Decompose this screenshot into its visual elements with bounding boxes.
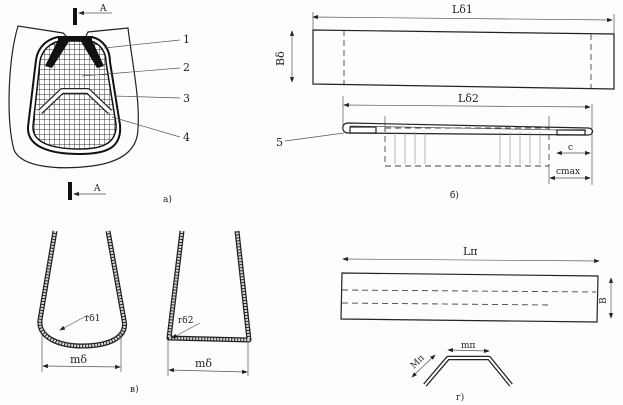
hatched-region xyxy=(384,127,550,167)
width-label: Bδ xyxy=(274,51,287,66)
top-width-label: mп xyxy=(461,341,476,351)
length-2-label: Lδ2 xyxy=(458,92,479,105)
side-length-label: Mп xyxy=(409,353,427,371)
length-1-label: Lδ1 xyxy=(452,3,473,16)
width-2-label: mδ xyxy=(195,357,212,370)
callout-1: 1 xyxy=(183,33,190,46)
caption-b: б) xyxy=(450,190,459,201)
dim-c-label: c xyxy=(568,143,573,153)
dim-cmax-label: cmax xyxy=(556,167,580,177)
callout-3: 3 xyxy=(183,92,190,105)
caption-v: в) xyxy=(130,384,139,395)
section-label-top: A xyxy=(99,4,107,14)
strip-top-view xyxy=(312,29,615,90)
section-label-bottom: A xyxy=(93,184,101,194)
top-clamp-right xyxy=(80,40,104,68)
width-label-g: B xyxy=(599,297,609,304)
callout-2: 2 xyxy=(183,61,190,74)
callout-4: 4 xyxy=(183,131,190,144)
outer-body xyxy=(8,25,139,169)
radius-1-label: rδ1 xyxy=(85,314,100,324)
figure-b: Lδ1 Bδ Lδ2 5 c cmax б) xyxy=(274,3,615,201)
insert-blank xyxy=(340,272,599,323)
caption-g: г) xyxy=(456,392,464,403)
container-mesh xyxy=(32,40,117,150)
length-label: Lп xyxy=(463,245,478,258)
bent-insert xyxy=(423,355,513,387)
u-profile-round xyxy=(37,230,127,349)
folded-strip xyxy=(342,122,594,136)
figure-g: Lп B mп Mп г) xyxy=(340,245,614,403)
width-1-label: mδ xyxy=(70,353,87,366)
top-clamp-left xyxy=(45,40,70,68)
radius-2-label: rδ2 xyxy=(178,316,193,326)
caption-a: а) xyxy=(163,194,172,205)
figure-v: rδ1 rδ2 mδ mδ в) xyxy=(37,230,252,395)
figure-a: 1 2 3 4 A A а) xyxy=(8,4,190,205)
callout-5: 5 xyxy=(276,136,283,149)
